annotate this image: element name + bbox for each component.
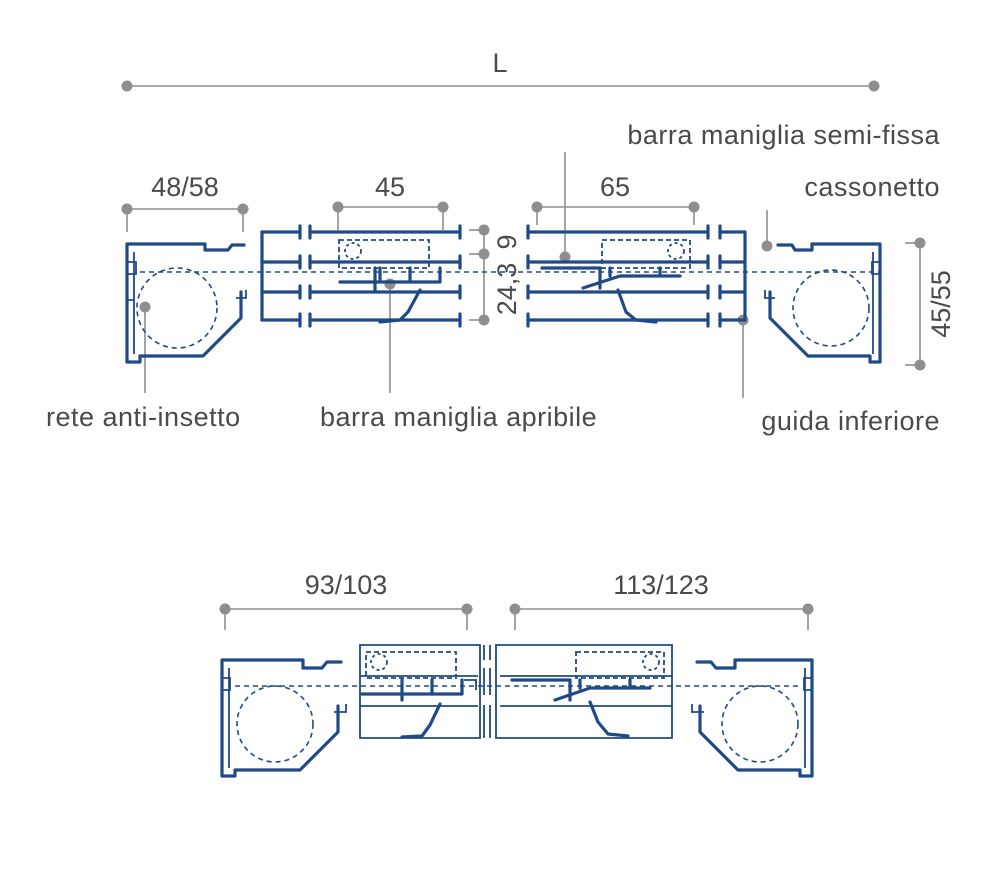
- bottom-box-profile-right: [691, 658, 814, 778]
- label-handle-bar-opening: barra maniglia apribile: [320, 402, 597, 432]
- dimension-bottom-right-label: 113/123: [613, 570, 709, 600]
- dimension-height-right: 45/55: [905, 237, 956, 371]
- label-insect-net: rete anti-insetto: [46, 402, 241, 432]
- dimension-overall-length: L: [121, 48, 880, 92]
- bottom-box-profile-left: [220, 658, 347, 778]
- dimension-height-right-label: 45/55: [926, 270, 956, 338]
- bottom-central-frame-right: [489, 644, 673, 739]
- dimension-bottom-left-label: 93/103: [305, 570, 388, 600]
- dimension-width-center-left-label: 45: [375, 172, 405, 202]
- box-profile-right: [764, 242, 882, 364]
- dimension-width-left-label: 48/58: [151, 172, 219, 202]
- dimension-heights-center: 9 24,3: [469, 224, 522, 326]
- dimension-width-center-right: 65: [531, 172, 700, 225]
- dimension-width-center-left: 45: [332, 172, 449, 230]
- label-box: cassonetto: [804, 172, 940, 202]
- label-bottom-guide: guida inferiore: [761, 406, 940, 436]
- box-profile-left: [125, 242, 247, 364]
- dimension-width-center-right-label: 65: [600, 172, 630, 202]
- dimension-bottom-left: 93/103: [219, 570, 473, 630]
- dimension-overall-length-label: L: [492, 48, 507, 78]
- dimension-height-small-label: 9: [492, 234, 522, 249]
- guide-rails-left: [260, 224, 462, 328]
- label-handle-bar-semi-fixed: barra maniglia semi-fissa: [627, 120, 940, 150]
- dimension-bottom-right: 113/123: [509, 570, 814, 630]
- bottom-central-frame-left: [359, 644, 485, 739]
- guide-rails-right: [526, 224, 747, 328]
- dimension-height-mid-label: 24,3: [492, 263, 522, 316]
- dimension-width-left: 48/58: [121, 172, 249, 232]
